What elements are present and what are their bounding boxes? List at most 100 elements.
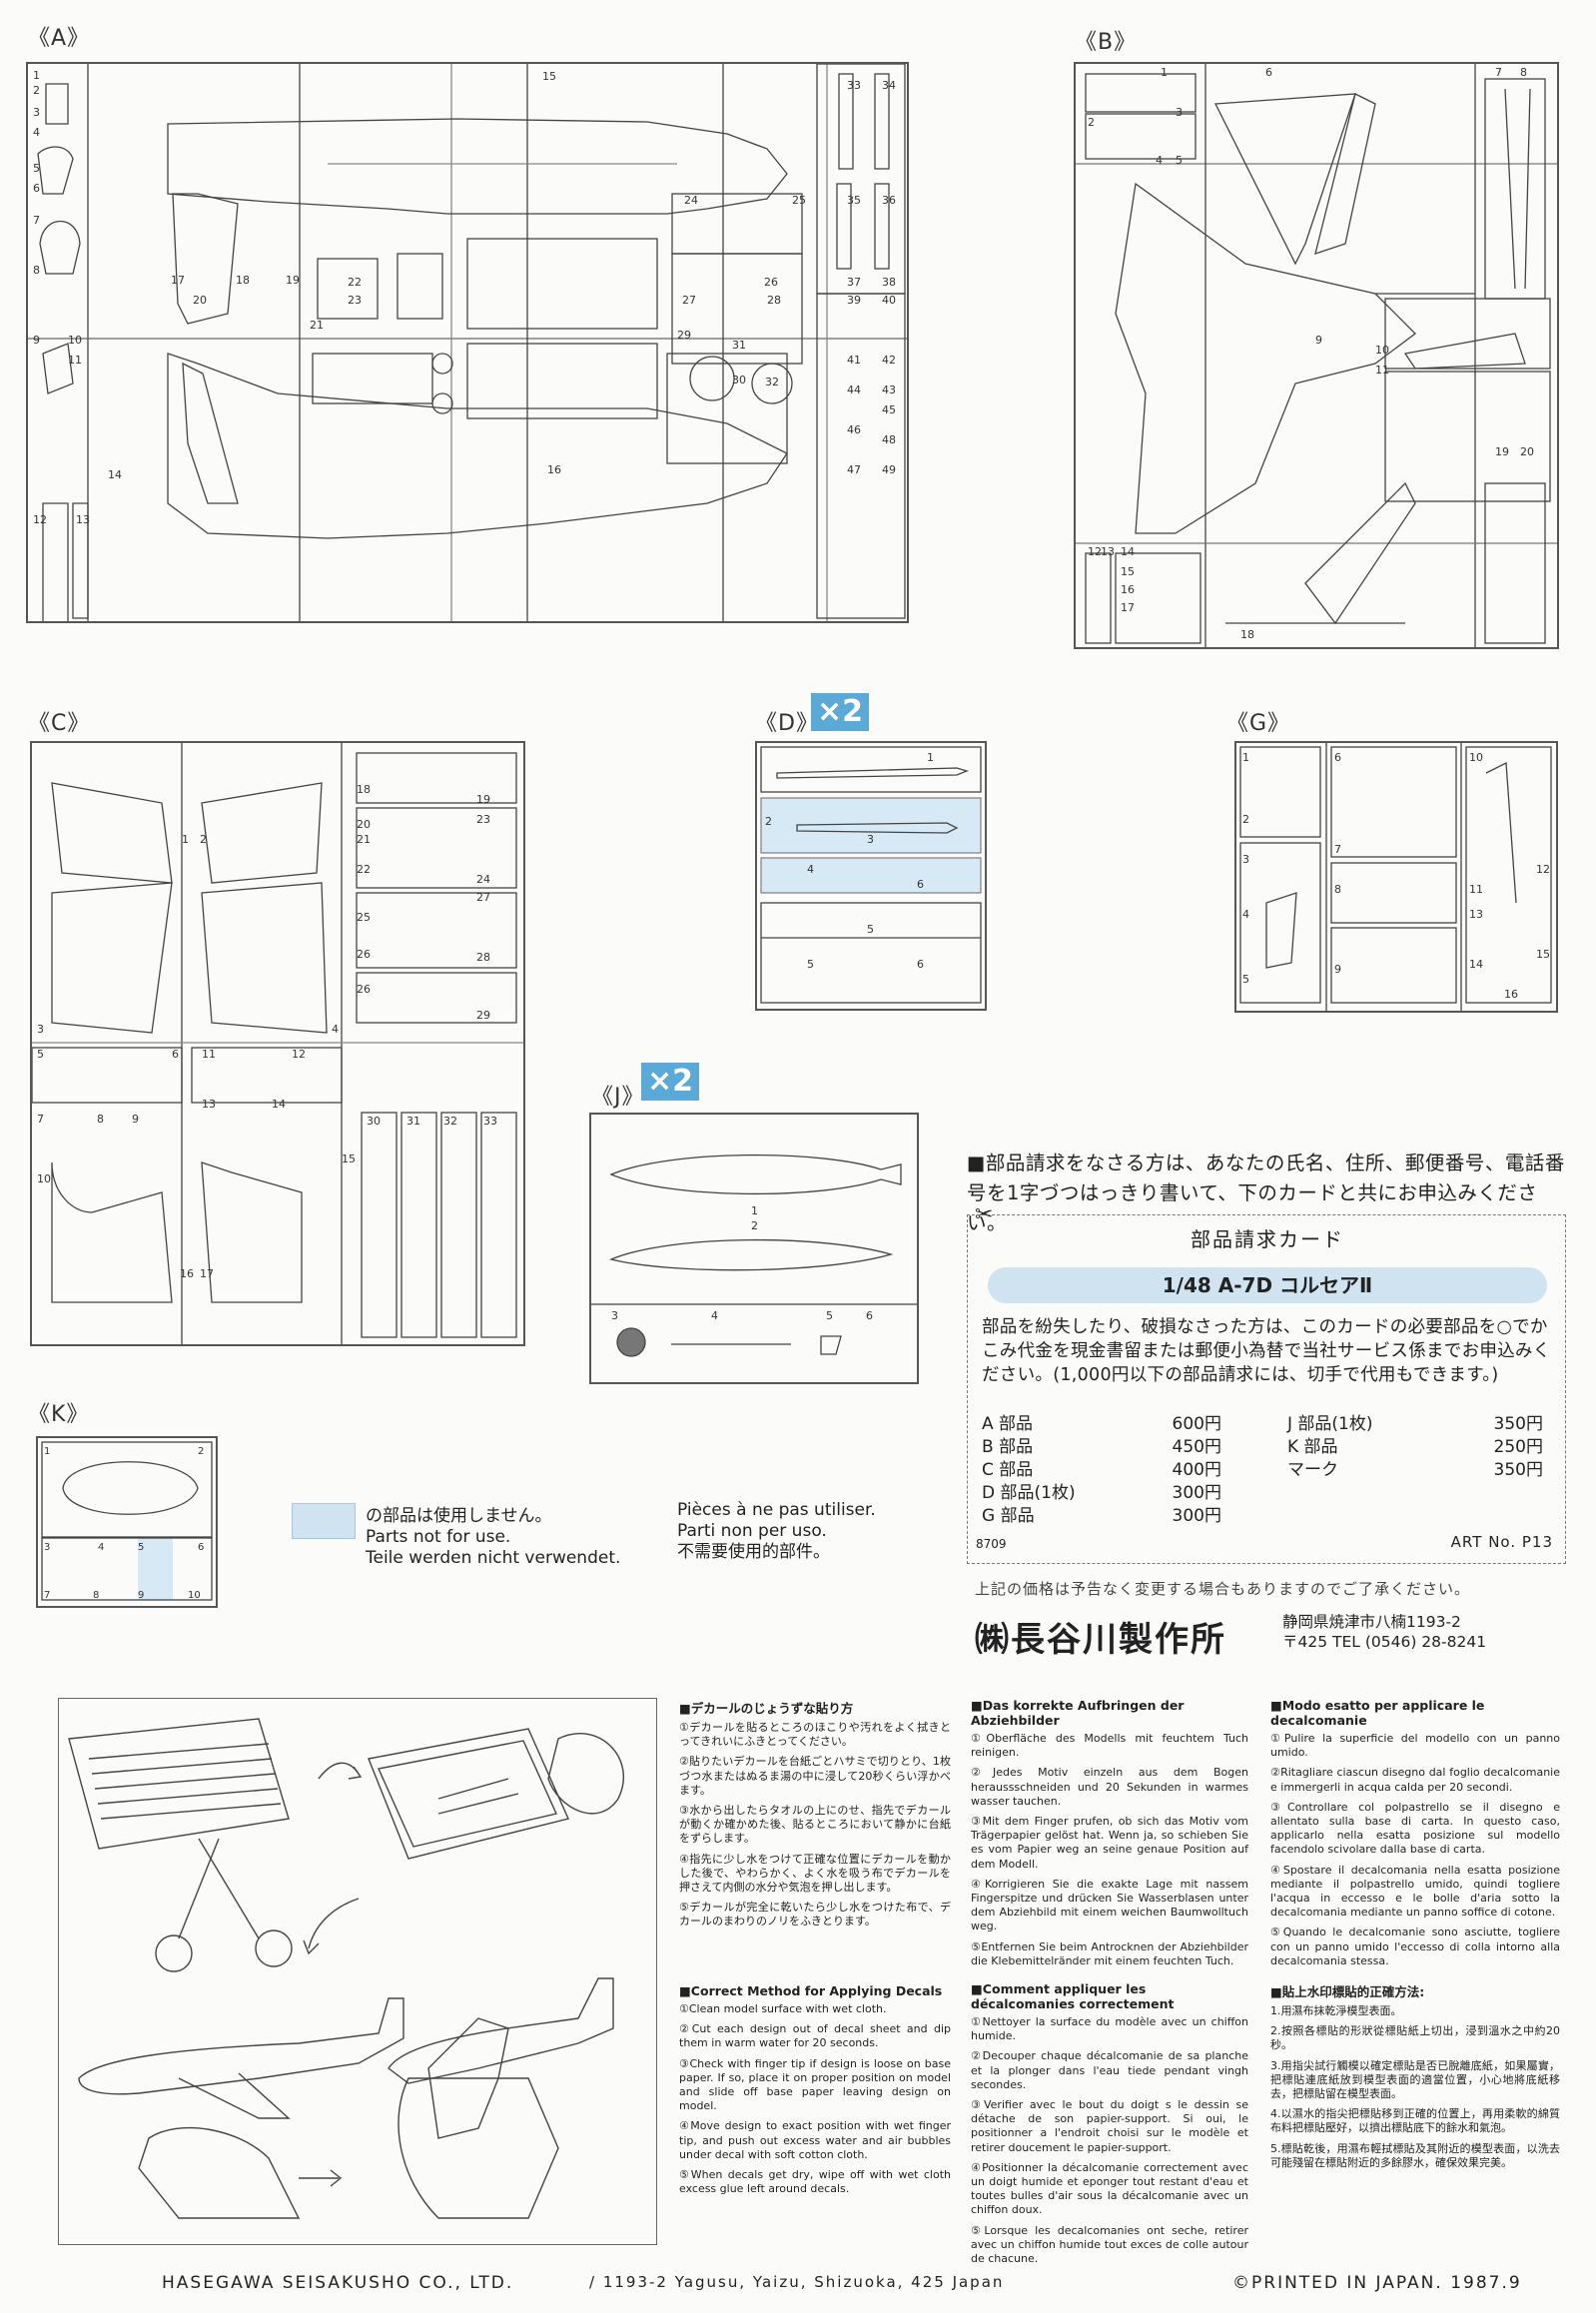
svg-text:4: 4 xyxy=(1242,908,1249,921)
svg-text:33: 33 xyxy=(483,1115,497,1128)
svg-text:12: 12 xyxy=(292,1048,306,1061)
not-used-swatch xyxy=(292,1503,356,1539)
instructions-fr-step: ③Verifier avec le bout du doigt s le des… xyxy=(971,2098,1248,2154)
instructions-en-step: ②Cut each design out of decal sheet and … xyxy=(679,2022,951,2050)
svg-text:9: 9 xyxy=(1334,963,1341,976)
svg-text:9: 9 xyxy=(132,1113,139,1126)
svg-text:22: 22 xyxy=(348,276,362,289)
sprue-d-label: 《D》 xyxy=(755,711,819,736)
instructions-fr-step: ①Nettoyer la surface du modèle avec un c… xyxy=(971,2015,1248,2043)
svg-text:7: 7 xyxy=(1495,66,1502,79)
svg-text:18: 18 xyxy=(357,783,371,796)
address-line: 静岡県焼津市八楠1193-2 xyxy=(1282,1613,1461,1631)
svg-text:17: 17 xyxy=(171,274,185,287)
svg-text:21: 21 xyxy=(357,833,371,846)
svg-text:16: 16 xyxy=(180,1267,194,1280)
svg-text:43: 43 xyxy=(882,384,896,396)
svg-text:44: 44 xyxy=(847,384,861,396)
sprue-d-multiplier: ×2 xyxy=(811,693,870,731)
not-used-it: Parti non per uso. xyxy=(677,1521,827,1541)
svg-text:8: 8 xyxy=(1334,883,1341,896)
instructions-zh-step: 4.以濕水的指尖把標貼移到正確的位置上，再用柔軟的綿質布料把標貼壓好，以擠出標貼… xyxy=(1270,2107,1560,2135)
instructions-zh-title: ■貼上水印標貼的正確方法: xyxy=(1270,1984,1425,1999)
svg-text:13: 13 xyxy=(202,1098,216,1111)
svg-text:28: 28 xyxy=(767,294,781,307)
svg-text:4: 4 xyxy=(807,863,814,876)
instructions-it-step: ⑤Quando le decalcomanie sono asciutte, t… xyxy=(1270,1926,1560,1967)
instructions-it: ■Modo esatto per applicare le decalcoman… xyxy=(1270,1698,1560,1974)
svg-text:13: 13 xyxy=(1469,908,1483,921)
svg-text:23: 23 xyxy=(476,813,490,826)
svg-text:1: 1 xyxy=(1161,66,1168,79)
svg-text:5: 5 xyxy=(826,1309,833,1322)
not-used-legend-right: Pièces à ne pas utiliser. Parti non per … xyxy=(677,1500,876,1563)
svg-text:29: 29 xyxy=(476,1009,490,1022)
instructions-de-step: ②Jedes Motiv einzeln aus dem Bogen herau… xyxy=(971,1766,1248,1808)
footer-company: HASEGAWA SEISAKUSHO CO., LTD. xyxy=(162,2273,514,2293)
card-model-bar: 1/48 A-7D コルセアⅡ xyxy=(988,1267,1547,1303)
svg-text:5: 5 xyxy=(37,1048,44,1061)
svg-text:21: 21 xyxy=(310,319,324,332)
sprue-k-label: 《K》 xyxy=(28,1402,90,1427)
price-row: J 部品(1枚)350円 xyxy=(1287,1414,1543,1434)
svg-text:14: 14 xyxy=(1121,545,1135,558)
instructions-jp-step: ③水から出したらタオルの上にのせ、指先でデカールが動くか確かめた後、貼るところに… xyxy=(679,1804,951,1846)
order-intro: ■部品請求をなさる方は、あなたの氏名、住所、郵便番号、電話番号を1字づつはっきり… xyxy=(967,1152,1565,1234)
svg-text:46: 46 xyxy=(847,423,861,436)
svg-text:19: 19 xyxy=(286,274,300,287)
svg-text:15: 15 xyxy=(342,1153,356,1165)
svg-text:12: 12 xyxy=(33,513,47,526)
svg-text:5: 5 xyxy=(1176,154,1183,167)
svg-text:42: 42 xyxy=(882,354,896,367)
svg-text:22: 22 xyxy=(357,863,371,876)
svg-text:13: 13 xyxy=(76,513,90,526)
not-used-zh: 不需要使用的部件。 xyxy=(677,1542,830,1562)
svg-text:2: 2 xyxy=(765,815,772,828)
svg-text:14: 14 xyxy=(108,468,122,481)
svg-text:7: 7 xyxy=(1334,843,1341,856)
svg-text:15: 15 xyxy=(542,70,556,83)
sprue-b-label: 《B》 xyxy=(1075,30,1138,55)
svg-text:9: 9 xyxy=(33,334,40,347)
svg-text:3: 3 xyxy=(1176,106,1183,119)
svg-text:3: 3 xyxy=(1242,853,1249,866)
instructions-jp-step: ⑤デカールが完全に乾いたら少し水をつけた布で、デカールのまわりのノリをふきとりま… xyxy=(679,1901,951,1928)
svg-text:28: 28 xyxy=(476,951,490,964)
not-used-fr: Pièces à ne pas utiliser. xyxy=(677,1500,876,1520)
card-body: 部品を紛失したり、破損なさった方は、このカードの必要部品を○でかこみ代金を現金書… xyxy=(982,1317,1551,1385)
decal-illustration-frame xyxy=(58,1698,657,2245)
instructions-de-step: ③Mit dem Finger prufen, ob sich das Moti… xyxy=(971,1815,1248,1871)
svg-text:26: 26 xyxy=(764,276,778,289)
svg-text:10: 10 xyxy=(37,1172,51,1185)
card-title: 部品請求カード xyxy=(1191,1227,1344,1251)
decal-illustration xyxy=(68,1718,624,2219)
svg-text:30: 30 xyxy=(367,1115,381,1128)
svg-text:10: 10 xyxy=(1469,751,1483,764)
svg-text:9: 9 xyxy=(138,1590,144,1601)
svg-text:20: 20 xyxy=(357,818,371,831)
instructions-de-step: ④Korrigieren Sie die exakte Lage mit nas… xyxy=(971,1877,1248,1933)
svg-text:24: 24 xyxy=(684,194,698,207)
svg-text:32: 32 xyxy=(765,376,779,388)
footer-address: / 1193-2 Yagusu, Yaizu, Shizuoka, 425 Ja… xyxy=(589,2273,1005,2291)
price-row: D 部品(1枚)300円 xyxy=(982,1483,1221,1503)
instructions-fr-step: ⑤Lorsque les decalcomanies ont seche, re… xyxy=(971,2223,1248,2266)
svg-text:37: 37 xyxy=(847,276,861,289)
instructions-de-title: ■Das korrekte Aufbringen der Abziehbilde… xyxy=(971,1698,1185,1728)
instructions-jp-step: ①デカールを貼るところのほこりや汚れをよく拭きとってきれいにふきとってください。 xyxy=(679,1721,951,1749)
svg-text:33: 33 xyxy=(847,79,861,92)
instructions-fr-step: ②Decouper chaque décalcomanie de sa plan… xyxy=(971,2049,1248,2091)
not-used-de: Teile werden nicht verwendet. xyxy=(366,1548,621,1568)
instructions-fr-step: ④Positionner la décalcomanie correctemen… xyxy=(971,2160,1248,2217)
instructions-zh-step: 1.用濕布抹乾淨模型表面。 xyxy=(1270,2004,1402,2017)
